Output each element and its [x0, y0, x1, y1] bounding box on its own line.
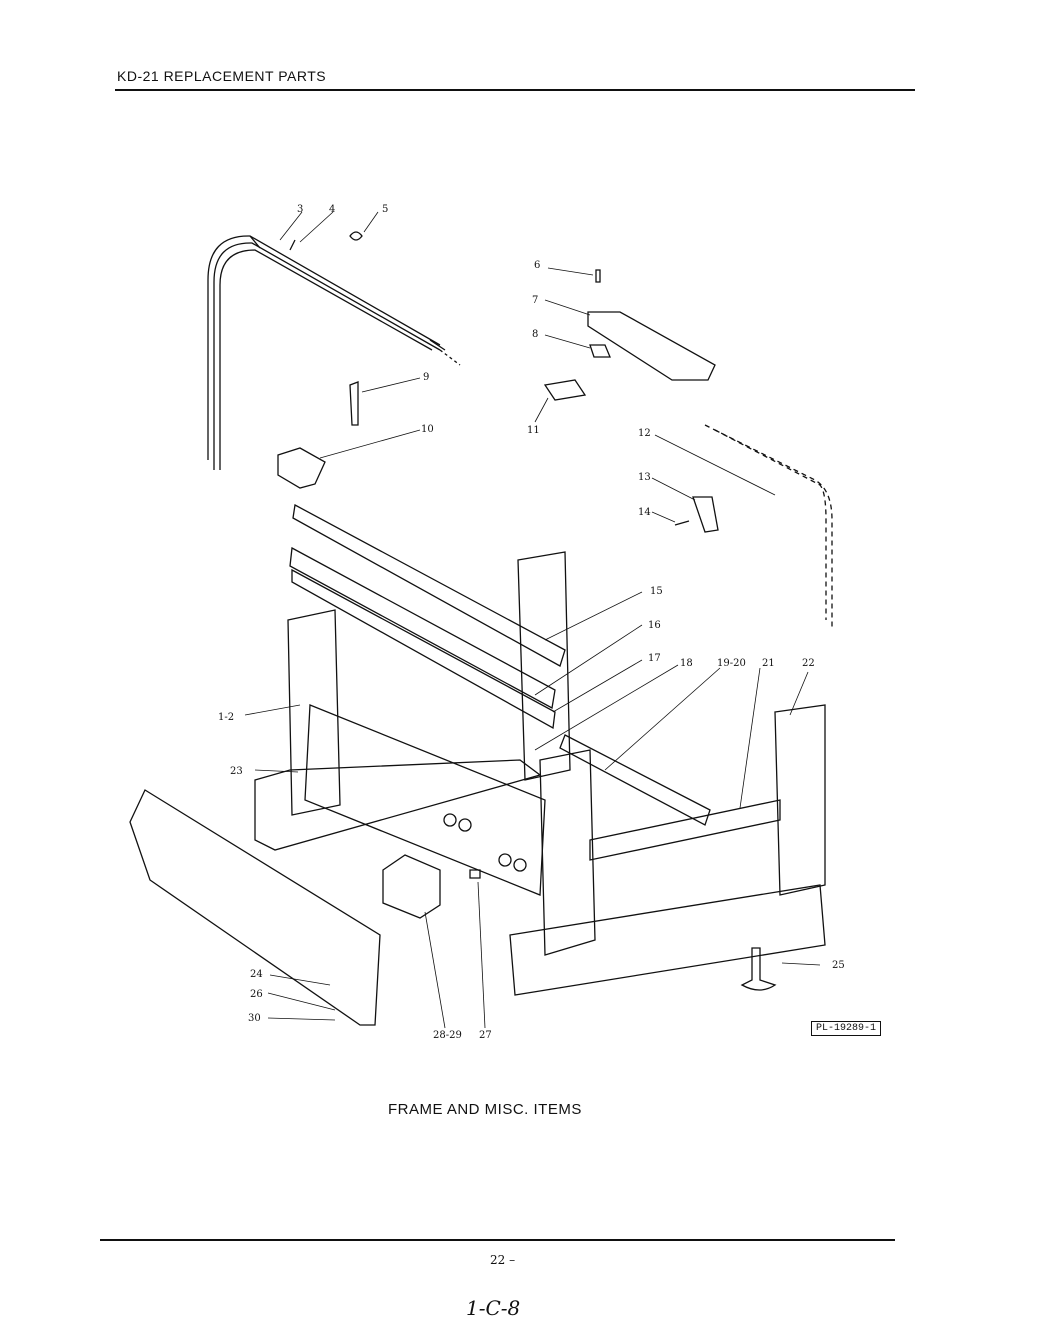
- callout-label: 12: [638, 428, 651, 439]
- callout-label: 21: [762, 658, 775, 669]
- upper-rail-part: [292, 503, 566, 667]
- callout-label: 28-29: [433, 1030, 462, 1041]
- callout-label: 15: [650, 586, 663, 597]
- callout-label: 11: [527, 425, 540, 436]
- callout-labels: 3 4 5 6 7 8 9 10 11 12 13 14 15 16 17 18…: [218, 204, 845, 1041]
- callout-label: 13: [638, 472, 651, 483]
- callout-label: 14: [638, 507, 651, 518]
- callout-label: 30: [248, 1013, 261, 1024]
- tub-outline-dashed: [704, 424, 833, 630]
- screw-part: [595, 269, 601, 283]
- rear-cross-rail: [559, 734, 711, 826]
- callout-label: 17: [648, 653, 661, 664]
- front-right-post: [774, 704, 826, 896]
- page-header-title: KD-21 REPLACEMENT PARTS: [117, 68, 327, 84]
- lower-rail-part: [291, 568, 556, 730]
- callout-label: 24: [250, 969, 263, 980]
- callout-label: 27: [479, 1030, 492, 1041]
- callout-label: 3: [297, 204, 303, 215]
- base-front-rail: [509, 884, 826, 996]
- callout-label: 18: [680, 658, 693, 669]
- callout-label: 26: [250, 989, 263, 1000]
- middle-rail-part: [289, 546, 556, 710]
- page-number: 22 –: [490, 1253, 516, 1267]
- header-rule: [115, 89, 915, 91]
- callout-label: 7: [532, 295, 538, 306]
- callout-label: 5: [382, 204, 388, 215]
- callout-label: 22: [802, 658, 815, 669]
- front-left-post: [287, 609, 341, 816]
- small-bracket-part: [589, 344, 611, 358]
- callout-label: 8: [532, 329, 538, 340]
- clip-part: [349, 231, 363, 241]
- footer-rule: [100, 1239, 895, 1241]
- callout-label: 16: [648, 620, 661, 631]
- screw-27-part: [469, 869, 481, 879]
- reference-code-box: PL-19289-1: [811, 1021, 882, 1036]
- corner-bracket-part: [277, 447, 326, 489]
- bracket-box-part: [382, 854, 441, 919]
- diagram-caption: FRAME AND MISC. ITEMS: [388, 1101, 582, 1118]
- callout-label: 10: [421, 424, 434, 435]
- cross-member-part: [304, 704, 546, 896]
- rear-right-post: [517, 551, 571, 781]
- callout-label: 1-2: [218, 712, 234, 723]
- leveling-leg-part: [740, 947, 777, 991]
- kick-panel-part: [129, 789, 381, 1026]
- latch-part: [692, 496, 719, 533]
- hinge-clip-part: [543, 379, 587, 401]
- top-rail-part: [207, 235, 461, 470]
- bracket-part: [587, 311, 716, 381]
- leader-lines: [244, 211, 821, 1029]
- left-side-frame: [254, 759, 542, 851]
- callout-label: 23: [230, 766, 243, 777]
- callout-label: 19-20: [717, 658, 746, 669]
- callout-label: 25: [832, 960, 845, 971]
- callout-label: 9: [423, 372, 429, 383]
- callout-label: 4: [329, 204, 335, 215]
- callout-label: 6: [534, 260, 540, 271]
- handwritten-code: 1-C-8: [466, 1296, 521, 1320]
- pin-part: [349, 381, 359, 426]
- center-post: [539, 749, 596, 956]
- latch-screw-part: [674, 520, 690, 526]
